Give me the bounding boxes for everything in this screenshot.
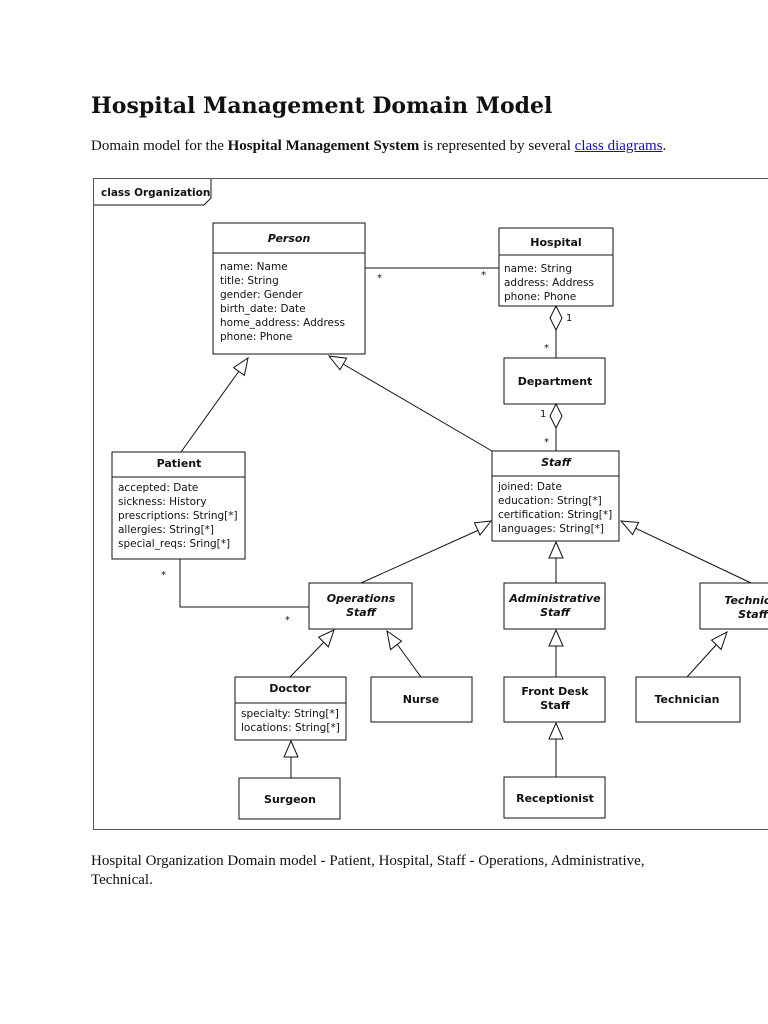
patient-attr-sickness: sickness: History <box>118 496 207 508</box>
patient-attr-prescriptions: prescriptions: String[*] <box>118 510 238 522</box>
multiplicity-hospital-department-one: 1 <box>566 313 572 324</box>
aggregation-department-staff <box>549 402 563 451</box>
association-patient-operations-staff <box>179 559 309 608</box>
person-attr-home-address: home_address: Address <box>220 317 345 329</box>
patient-attr-allergies: allergies: String[*] <box>118 524 214 536</box>
patient-attr-accepted: accepted: Date <box>118 482 198 494</box>
operations-staff-name-line2: Staff <box>346 606 378 619</box>
hospital-attr-phone: phone: Phone <box>504 291 576 303</box>
multiplicity-hospital-department-many: * <box>544 343 549 354</box>
intro-paragraph: Domain model for the Hospital Management… <box>91 138 666 155</box>
staff-class-name: Staff <box>541 456 573 469</box>
multiplicity-department-staff-one: 1 <box>540 409 546 420</box>
class-staff <box>491 450 620 542</box>
class-operations-staff <box>308 582 413 630</box>
intro-middle: is represented by several <box>419 138 575 154</box>
diagram-caption: Hospital Organization Domain model - Pat… <box>91 853 645 888</box>
class-department <box>503 357 606 405</box>
nurse-class-name: Nurse <box>403 693 439 706</box>
technical-staff-name-line1: Technical <box>724 594 768 607</box>
person-attr-name: name: Name <box>220 261 288 273</box>
person-attr-title: title: String <box>220 275 279 287</box>
generalization-administrative-staff <box>548 540 564 583</box>
administrative-staff-name-line1: Administrative <box>508 592 601 605</box>
class-doctor <box>234 676 347 741</box>
class-diagrams-link[interactable]: class diagrams <box>574 138 663 154</box>
multiplicity-patient-ops-ops: * <box>285 615 290 626</box>
class-technician <box>635 676 741 723</box>
department-class-name: Department <box>518 375 593 388</box>
staff-attr-education: education: String[*] <box>498 495 602 507</box>
doctor-class-name: Doctor <box>269 682 311 695</box>
technical-staff-name-line2: Staff <box>738 608 768 621</box>
multiplicity-patient-ops-patient: * <box>161 570 166 581</box>
receptionist-class-name: Receptionist <box>516 792 594 805</box>
generalization-patient-person <box>180 356 249 453</box>
staff-attr-certification: certification: String[*] <box>498 509 612 521</box>
doctor-attr-specialty: specialty: String[*] <box>241 708 339 720</box>
person-attr-phone: phone: Phone <box>220 331 292 343</box>
class-receptionist <box>503 776 606 819</box>
person-attr-gender: gender: Gender <box>220 289 303 301</box>
generalization-technical-staff <box>619 520 752 584</box>
hospital-class-name: Hospital <box>530 236 581 249</box>
frame-label: class Organization <box>101 187 210 199</box>
generalization-front-desk-staff <box>548 628 564 677</box>
class-nurse <box>370 676 473 723</box>
technician-class-name: Technician <box>654 693 719 706</box>
generalization-nurse <box>386 629 422 678</box>
surgeon-class-name: Surgeon <box>264 793 316 806</box>
multiplicity-person-hospital-right: * <box>481 270 486 281</box>
intro-system-name: Hospital Management System <box>227 138 420 154</box>
class-front-desk-staff <box>503 676 606 723</box>
operations-staff-name-line1: Operations <box>327 592 396 605</box>
intro-suffix: . <box>662 138 667 154</box>
administrative-staff-name-line2: Staff <box>540 606 572 619</box>
staff-attr-joined: joined: Date <box>497 481 562 493</box>
class-person <box>212 222 366 355</box>
intro-prefix: Domain model for the <box>91 138 228 154</box>
doctor-attr-locations: locations: String[*] <box>241 722 340 734</box>
hospital-attr-address: address: Address <box>504 277 594 289</box>
page-title: Hospital Management Domain Model <box>91 93 553 119</box>
multiplicity-department-staff-many: * <box>544 437 549 448</box>
generalization-receptionist <box>548 721 564 777</box>
generalization-doctor <box>289 629 335 678</box>
person-attr-birth-date: birth_date: Date <box>220 303 306 315</box>
generalization-operations-staff <box>360 520 493 584</box>
generalization-surgeon <box>283 739 299 778</box>
class-surgeon <box>238 777 341 820</box>
class-patient <box>111 451 246 560</box>
aggregation-hospital-department <box>549 304 563 358</box>
generalization-technician <box>686 630 728 678</box>
class-administrative-staff <box>503 582 606 630</box>
staff-attr-languages: languages: String[*] <box>498 523 604 535</box>
frame-label-tab <box>94 179 212 206</box>
multiplicity-person-hospital-left: * <box>377 273 382 284</box>
class-hospital <box>498 227 614 307</box>
uml-diagram-canvas: class Organization Person name: Name tit… <box>94 179 768 820</box>
generalization-staff-person <box>327 355 493 452</box>
patient-class-name: Patient <box>157 457 202 470</box>
front-desk-staff-name-line2: Staff <box>540 699 570 712</box>
hospital-attr-name: name: String <box>504 263 572 275</box>
uml-diagram: class Organization Person name: Name tit… <box>93 178 768 830</box>
person-class-name: Person <box>268 232 311 245</box>
front-desk-staff-name-line1: Front Desk <box>521 685 589 698</box>
patient-attr-special-reqs: special_reqs: Sring[*] <box>118 538 230 550</box>
